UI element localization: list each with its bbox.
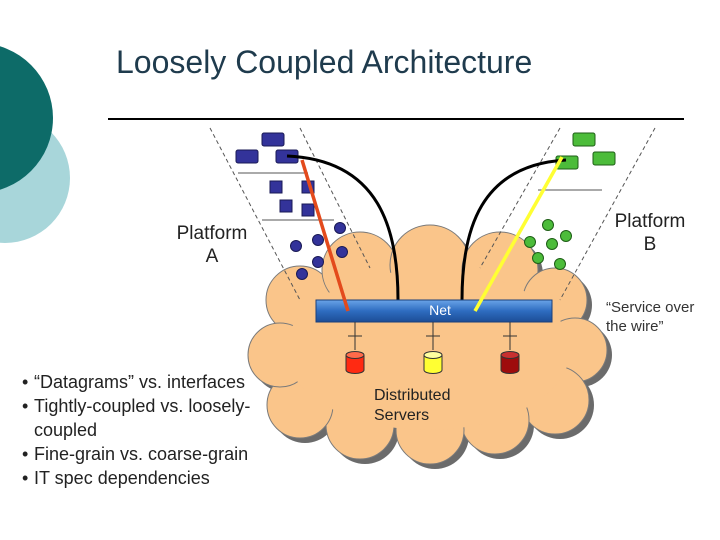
platform-a-label-line1: Platform [176,223,248,244]
net-label: Net [429,302,451,318]
server-drops [348,322,517,350]
red-link [300,159,350,312]
bullet-item: IT spec dependencies [20,466,290,490]
platform-a-components [235,132,348,280]
server-red [345,351,365,374]
platform-a-cone [209,127,371,301]
service-over-wire-label: “Service over the wire” [606,298,694,336]
decor-circle-teal [0,46,53,190]
service-over-wire-line1: “Service over [606,299,695,316]
platform-a-label-line2: A [205,246,219,267]
platform-a-label: Platform A [160,222,264,268]
bullet-item: Tightly-coupled vs. loosely-coupled [20,394,290,442]
server-yellow [423,351,443,374]
slide-title: Loosely Coupled Architecture [116,44,533,80]
distributed-servers-line2: Servers [374,407,430,424]
distributed-servers-label: Distributed Servers [374,386,450,426]
platform-b-label: Platform B [600,210,700,256]
net-bar [315,299,553,323]
platform-b-components [524,132,616,270]
service-over-wire-line2: the wire” [606,318,664,335]
arc-link-a [286,154,400,301]
arc-link-b [460,158,567,301]
bullet-item: Fine-grain vs. coarse-grain [20,442,290,466]
bullet-list: “Datagrams” vs. interfaces Tightly-coupl… [20,370,290,490]
distributed-servers-line1: Distributed [374,387,451,404]
platform-b-label-line1: Platform [614,211,686,232]
platform-b-cone [479,127,656,301]
yellow-link [473,156,564,312]
server-dark-red [500,351,520,374]
platform-b-label-line2: B [643,234,657,255]
bullet-item: “Datagrams” vs. interfaces [20,370,290,394]
